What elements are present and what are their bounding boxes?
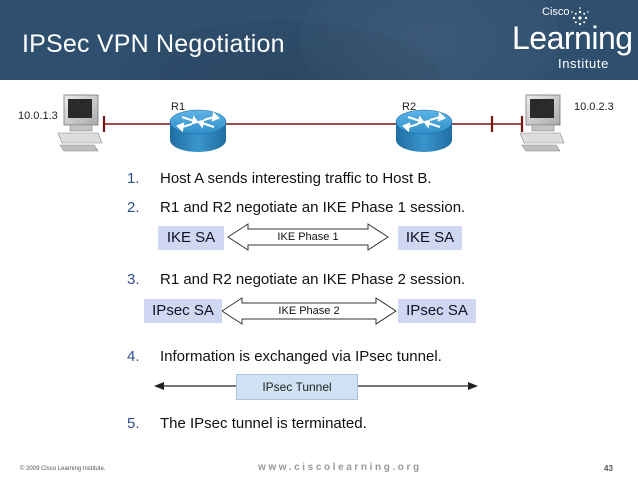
router-r1-label: R1 xyxy=(171,101,186,113)
step-text: R1 and R2 negotiate an IKE Phase 2 sessi… xyxy=(160,271,466,288)
phase2-right-sa-box: IPsec SA xyxy=(398,299,476,323)
ipsec-tunnel-box: IPsec Tunnel xyxy=(236,374,358,400)
host-a-ip-label: 10.0.1.3 xyxy=(18,110,58,122)
step-number: 2. xyxy=(127,199,140,216)
step-number: 5. xyxy=(127,415,140,432)
ike-phase1-arrow xyxy=(227,223,389,251)
phase2-arrow-label: IKE Phase 2 xyxy=(278,305,340,317)
router-r2-label: R2 xyxy=(402,101,417,113)
step-number: 3. xyxy=(127,271,140,288)
step-text: Host A sends interesting traffic to Host… xyxy=(160,170,432,187)
step-text: The IPsec tunnel is terminated. xyxy=(160,415,367,432)
step-4: 4. Information is exchanged via IPsec tun… xyxy=(127,348,442,365)
host-a-computer-icon xyxy=(57,94,103,152)
cisco-learning-institute-logo: Cisco Learning Institute xyxy=(508,4,638,78)
ipsec-tunnel-line xyxy=(154,382,478,390)
logo-tree-icon xyxy=(571,7,589,26)
step-number: 4. xyxy=(127,348,140,365)
page-number: 43 xyxy=(604,464,613,473)
phase2-left-sa-box: IPsec SA xyxy=(144,299,222,323)
slide-title: IPSec VPN Negotiation xyxy=(22,30,285,58)
logo-name: Learning xyxy=(512,20,633,56)
step-number: 1. xyxy=(127,170,140,187)
ike-phase2-arrow xyxy=(221,297,397,325)
step-5: 5. The IPsec tunnel is terminated. xyxy=(127,415,367,432)
footer-copyright: © 2009 Cisco Learning Institute. xyxy=(20,466,106,472)
network-links xyxy=(102,116,524,132)
step-1: 1. Host A sends interesting traffic to Ho… xyxy=(127,170,432,187)
step-2: 2. R1 and R2 negotiate an IKE Phase 1 ses… xyxy=(127,199,465,216)
router-r1-icon xyxy=(169,109,227,152)
step-text: R1 and R2 negotiate an IKE Phase 1 sessi… xyxy=(160,199,466,216)
step-3: 3. R1 and R2 negotiate an IKE Phase 2 ses… xyxy=(127,271,465,288)
host-b-computer-icon xyxy=(519,94,565,152)
header-banner: IPSec VPN Negotiation Cisco Learning Ins… xyxy=(0,0,638,80)
step-text: Information is exchanged via IPsec tunne… xyxy=(160,348,442,365)
phase1-left-sa-box: IKE SA xyxy=(158,226,224,250)
footer-url: www.ciscolearning.org xyxy=(258,462,422,473)
phase1-right-sa-box: IKE SA xyxy=(398,226,462,250)
logo-brand: Cisco xyxy=(542,6,570,18)
host-b-ip-label: 10.0.2.3 xyxy=(574,101,614,113)
phase1-arrow-label: IKE Phase 1 xyxy=(277,231,339,243)
router-r2-icon xyxy=(395,109,453,152)
logo-sub: Institute xyxy=(558,56,609,71)
